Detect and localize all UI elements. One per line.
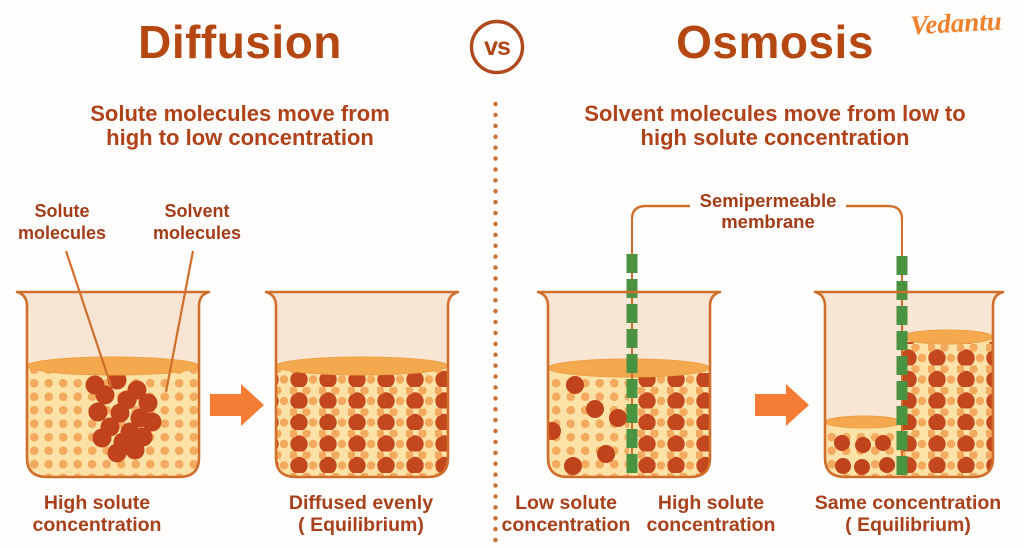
caption-same-concentration: Same concentration ( Equilibrium)	[814, 492, 1002, 536]
beaker-osmosis-start	[536, 218, 722, 479]
beaker-osmosis-equilibrium	[813, 218, 1005, 479]
diffusion-title: Diffusion	[138, 16, 342, 68]
osmosis-subtitle-line2: high solute concentration	[640, 125, 910, 150]
membrane-connector-right	[846, 204, 904, 220]
arrow-right-icon	[210, 384, 264, 426]
vs-badge-circle	[469, 19, 525, 75]
semipermeable-membrane-label: Semipermeable membrane	[699, 190, 837, 232]
vs-badge-label: vs	[484, 33, 511, 61]
solute-pointer-line	[64, 250, 113, 387]
diffusion-subtitle-line2: high to low concentration	[106, 125, 374, 150]
membrane-connector-left	[630, 204, 690, 220]
solvent-molecules-label: Solvent molecules	[152, 201, 242, 243]
diffusion-subtitle: Solute molecules move from high to low c…	[40, 102, 440, 150]
arrow-right-icon	[755, 384, 809, 426]
beaker-diffusion-equilibrium	[264, 290, 460, 479]
caption-high-solute-osmosis: High solute concentration	[646, 492, 776, 536]
osmosis-title: Osmosis	[676, 16, 874, 68]
osmosis-subtitle-line1: Solvent molecules move from low to	[584, 101, 966, 126]
caption-diffused-evenly: Diffused evenly ( Equilibrium)	[288, 492, 434, 536]
solute-molecules-label: Solute molecules	[17, 201, 107, 243]
beaker-diffusion-start	[15, 290, 211, 479]
caption-low-solute: Low solute concentration	[501, 492, 631, 536]
vedantu-logo: Vedantu	[909, 5, 1003, 41]
sparse-solute-dots	[548, 376, 627, 475]
solvent-pointer-line	[164, 250, 195, 393]
diffusion-subtitle-line1: Solute molecules move from	[90, 101, 390, 126]
osmosis-subtitle: Solvent molecules move from low to high …	[545, 102, 1005, 150]
solute-molecule-cluster	[85, 370, 162, 463]
caption-high-solute: High solute concentration	[32, 492, 162, 536]
